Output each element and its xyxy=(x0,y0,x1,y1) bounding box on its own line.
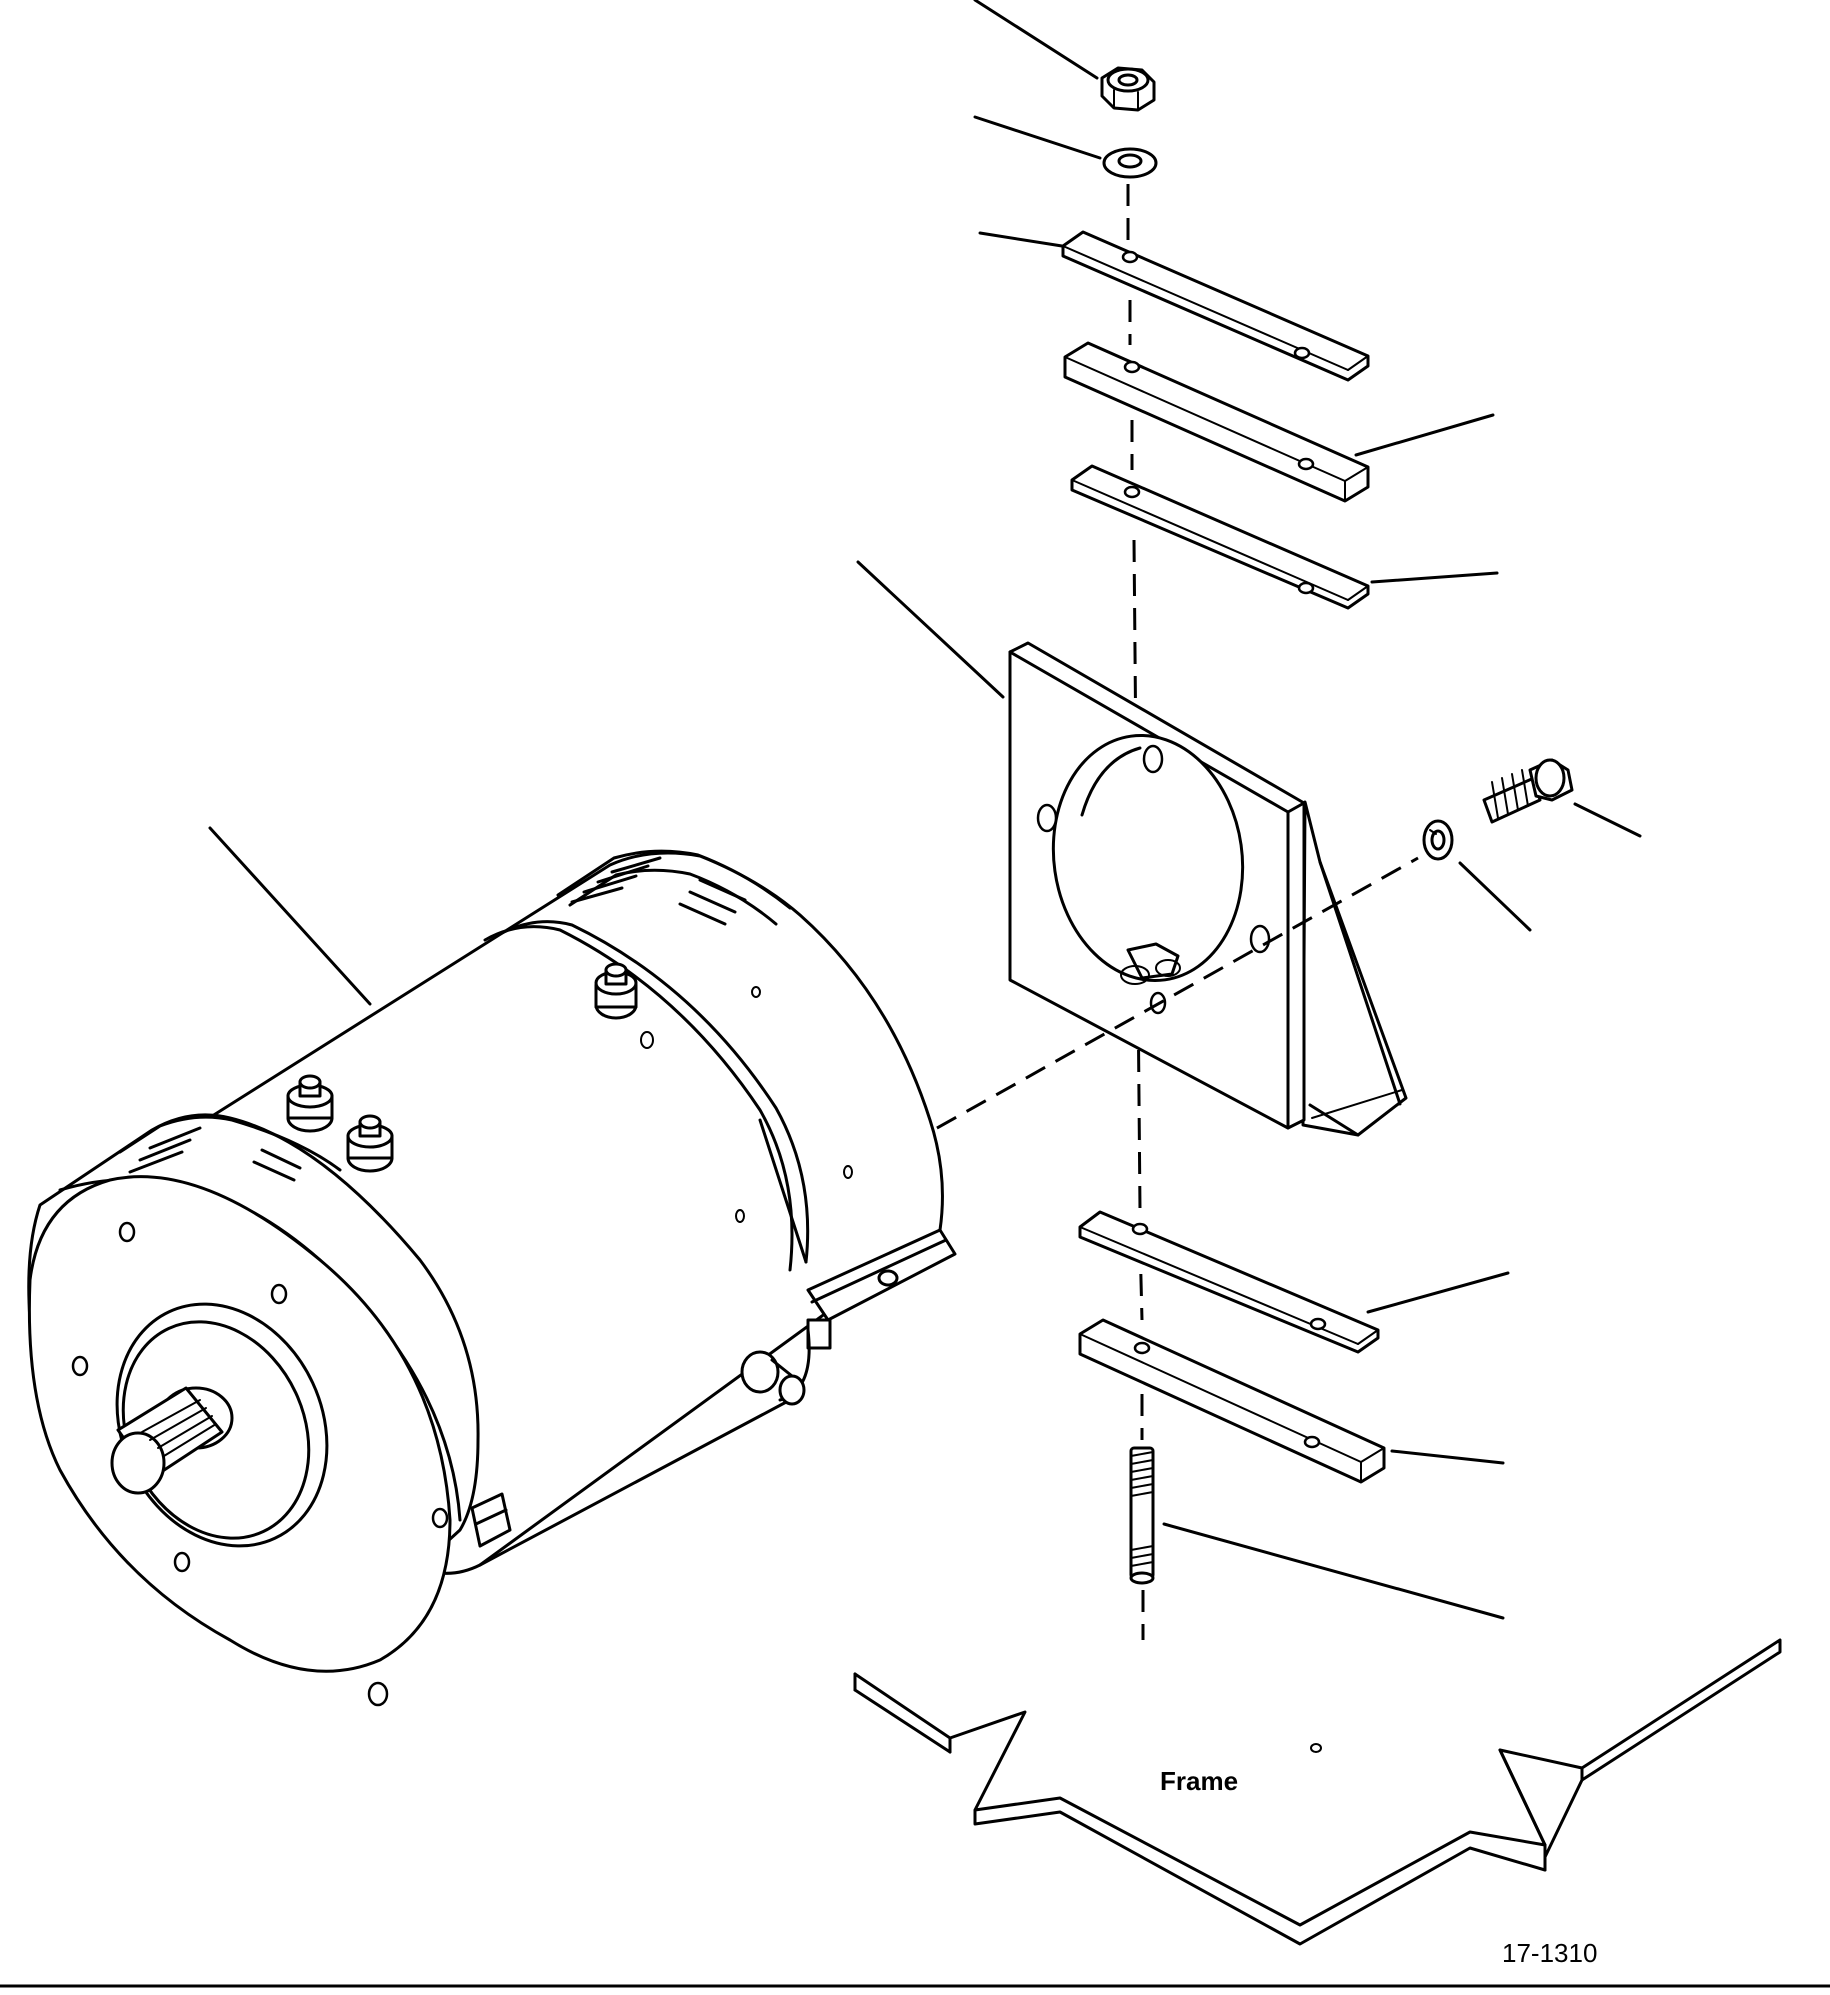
figure-number: 17-1310 xyxy=(1502,1938,1597,1968)
lower-spacer-plate xyxy=(1078,1318,1386,1484)
horizontal-bolt-axis xyxy=(847,856,1419,1180)
threaded-stud xyxy=(1129,1446,1155,1585)
leader-cap-screw xyxy=(1573,802,1642,838)
lock-washer xyxy=(1422,819,1454,861)
splined-shaft xyxy=(110,1386,234,1495)
stud-upper-threads xyxy=(1130,1451,1154,1497)
front-vent-slots xyxy=(128,1126,302,1182)
mid-terminal-post xyxy=(594,962,654,1049)
electric-motor xyxy=(27,849,957,1707)
leader-flat-washer xyxy=(973,115,1102,160)
front-terminal-posts xyxy=(286,1074,394,1173)
leader-upper-shim-1 xyxy=(978,231,1064,248)
leader-mounting-bracket xyxy=(856,560,1005,699)
upper-shim-plate-2 xyxy=(1070,464,1370,610)
leader-upper-shim-2 xyxy=(1370,571,1499,584)
leader-upper-spacer xyxy=(1354,413,1495,457)
frame-label: Frame xyxy=(1160,1766,1238,1796)
upper-spacer-plate xyxy=(1063,341,1370,503)
mounting-bracket xyxy=(1008,641,1408,1137)
leader-lock-washer xyxy=(1458,861,1532,932)
cap-screw xyxy=(1482,758,1574,824)
front-band-clamp xyxy=(470,1492,512,1548)
leader-lower-spacer xyxy=(1390,1449,1505,1465)
lower-shim-plate xyxy=(1078,1210,1380,1354)
stud-lower-threads xyxy=(1130,1545,1154,1567)
upper-shim-plate-1 xyxy=(1061,230,1370,382)
leader-stud xyxy=(1162,1522,1505,1620)
hex-nut xyxy=(1100,66,1156,112)
frame-section: Frame xyxy=(853,1638,1782,1946)
leader-lower-shim xyxy=(1366,1271,1510,1314)
rear-vent-slots xyxy=(570,856,747,926)
band-clamp-bolt xyxy=(740,1350,806,1406)
leader-motor xyxy=(208,826,372,1006)
flat-washer xyxy=(1102,147,1158,179)
leader-hex-nut xyxy=(973,0,1099,80)
